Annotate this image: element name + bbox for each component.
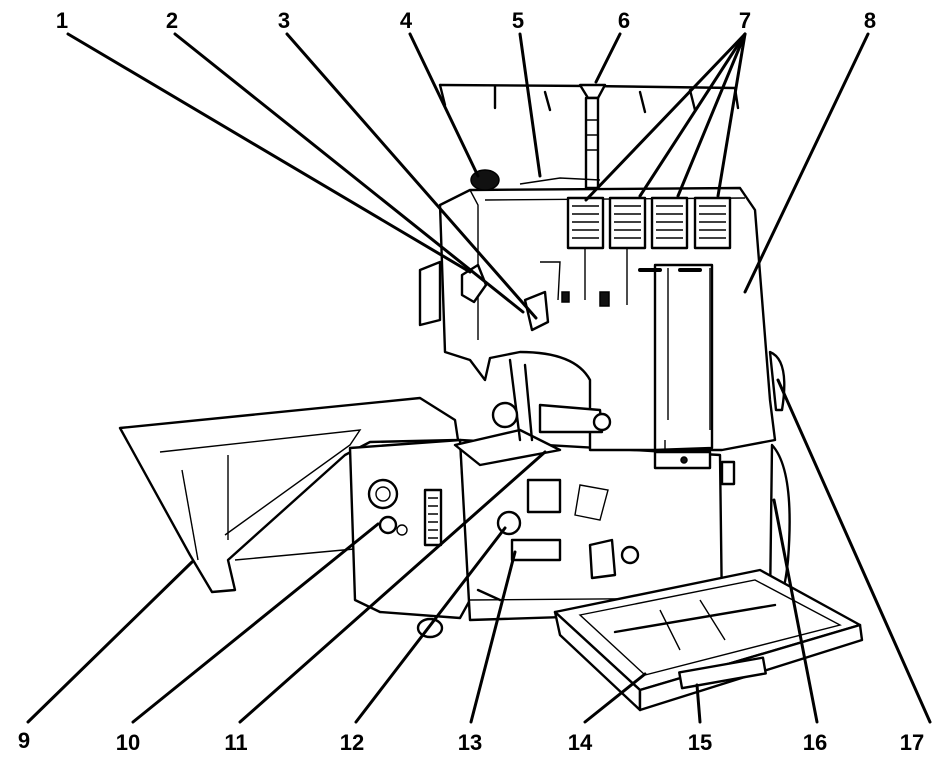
extension-table — [118, 396, 460, 594]
leader-2 — [173, 32, 525, 314]
label-17: 17 — [900, 730, 924, 755]
leader-15 — [695, 683, 702, 724]
label-9: 9 — [18, 728, 30, 753]
leader-3 — [285, 32, 538, 320]
label-1: 1 — [56, 8, 68, 33]
label-16: 16 — [803, 730, 827, 755]
label-8: 8 — [864, 8, 876, 33]
leader-11 — [238, 450, 547, 724]
tension-dials — [561, 196, 732, 430]
leader-16 — [772, 498, 819, 724]
label-6: 6 — [618, 8, 630, 33]
thread-stand — [438, 83, 740, 191]
leader-6 — [594, 32, 622, 84]
leader-13 — [469, 550, 517, 724]
label-10: 10 — [116, 730, 140, 755]
leader-7a — [584, 32, 747, 202]
label-2: 2 — [166, 8, 178, 33]
leader-1 — [66, 32, 472, 274]
leader-10 — [131, 522, 380, 724]
label-13: 13 — [458, 730, 482, 755]
leader-7c — [676, 32, 747, 198]
thread-guides — [460, 261, 561, 332]
label-11: 11 — [224, 730, 247, 755]
label-14: 14 — [568, 730, 593, 755]
label-4: 4 — [400, 8, 413, 33]
needle-area — [453, 358, 640, 602]
leader-5 — [518, 32, 542, 178]
leader-7d — [716, 32, 747, 198]
label-12: 12 — [340, 730, 364, 755]
label-5: 5 — [512, 8, 524, 33]
part-labels: 1 2 3 4 5 6 7 8 9 10 11 12 13 14 15 16 1… — [18, 8, 924, 755]
serger-machine-illustration — [118, 83, 864, 712]
leader-7b — [638, 32, 747, 198]
label-3: 3 — [278, 8, 290, 33]
leader-8 — [743, 32, 870, 294]
leader-9 — [26, 560, 194, 724]
leader-12 — [354, 526, 507, 724]
leader-lines — [26, 32, 932, 724]
label-7: 7 — [739, 8, 751, 33]
leader-14 — [583, 672, 647, 724]
leader-17 — [776, 378, 932, 724]
upper-body — [418, 186, 791, 606]
label-15: 15 — [688, 730, 712, 755]
accessory-tray — [553, 568, 864, 712]
leader-4 — [408, 32, 480, 178]
